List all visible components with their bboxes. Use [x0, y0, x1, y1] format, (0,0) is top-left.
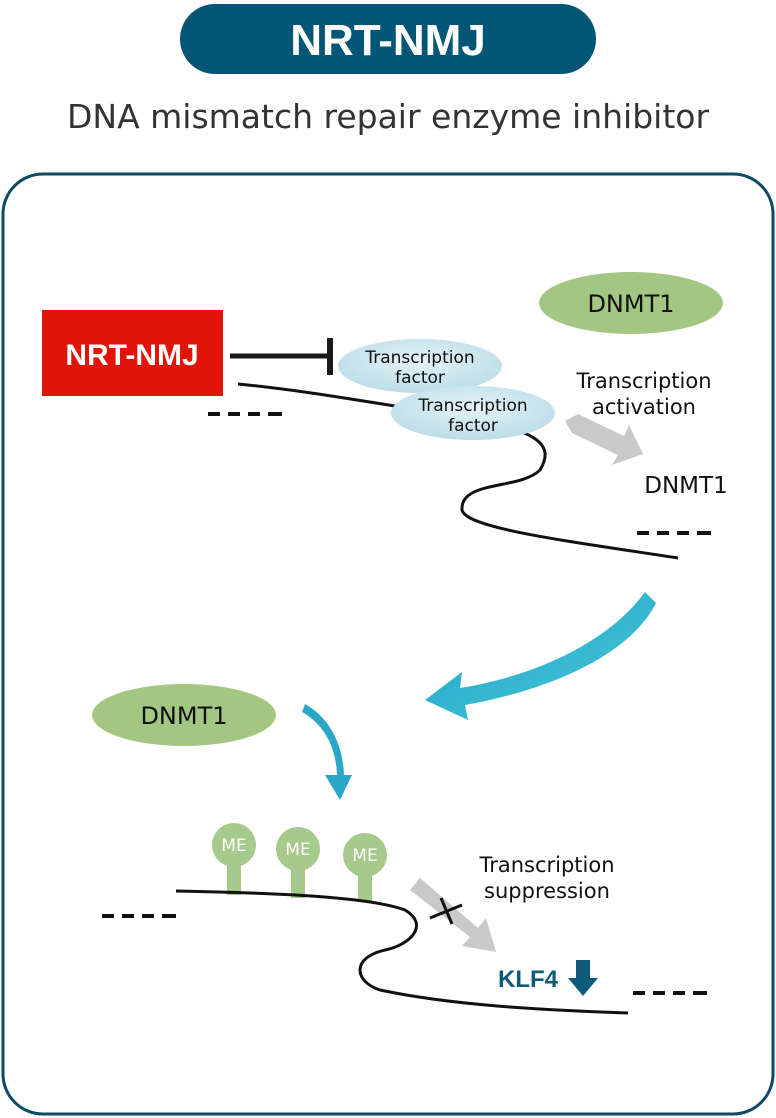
- dnmt1-gene-label: DNMT1: [644, 473, 727, 499]
- suppression-cross-stem: [439, 897, 454, 925]
- dnmt1-ellipse-bottom: [92, 684, 276, 746]
- suppression-line1: Transcription: [478, 853, 614, 877]
- dna-strand-upper: [237, 382, 679, 560]
- teal-arrow-large: [425, 592, 656, 720]
- tf2-line2: factor: [448, 416, 498, 436]
- klf4-label: KLF4: [498, 966, 559, 993]
- teal-arrow-small: [302, 704, 352, 800]
- methyl-label-1: ME: [221, 836, 246, 856]
- methyl-mark-2: ME: [276, 827, 320, 898]
- dna-dashes-upper-left: [208, 412, 282, 416]
- tf1-line2: factor: [395, 368, 445, 388]
- transcription-factor-1: [338, 339, 502, 393]
- methyl-mark-3: ME: [343, 833, 387, 902]
- tf1-line1: Transcription: [364, 348, 474, 368]
- tf2-line1: Transcription: [417, 396, 527, 416]
- methyl-label-3: ME: [352, 846, 377, 866]
- methyl-mark-1: ME: [212, 823, 256, 895]
- inhibitor-label: NRT-NMJ: [65, 339, 198, 372]
- activation-arrow: [565, 414, 643, 465]
- dna-strand-lower: [175, 889, 629, 1015]
- title-badge-text: NRT-NMJ: [290, 16, 486, 65]
- title-badge: [180, 4, 596, 74]
- mechanism-panel: [1, 172, 775, 1116]
- methyl-label-2: ME: [285, 840, 310, 860]
- suppression-line2: suppression: [484, 879, 610, 903]
- suppression-arrow: [410, 878, 496, 952]
- dnmt1-label-top: DNMT1: [587, 290, 674, 318]
- dna-dashes-lower-right: [633, 991, 707, 995]
- inhibitor-box: [42, 310, 223, 396]
- dna-dashes-upper-right: [637, 531, 711, 535]
- dna-dashes-lower-left: [102, 914, 176, 918]
- activation-line2: activation: [592, 395, 696, 419]
- activation-line1: Transcription: [575, 369, 711, 393]
- transcription-factor-2: [391, 386, 555, 440]
- klf4-down-arrow-icon: [568, 960, 598, 996]
- dnmt1-label-bottom: DNMT1: [140, 702, 227, 730]
- dnmt1-ellipse-top: [539, 272, 723, 334]
- subtitle: DNA mismatch repair enzyme inhibitor: [67, 97, 709, 136]
